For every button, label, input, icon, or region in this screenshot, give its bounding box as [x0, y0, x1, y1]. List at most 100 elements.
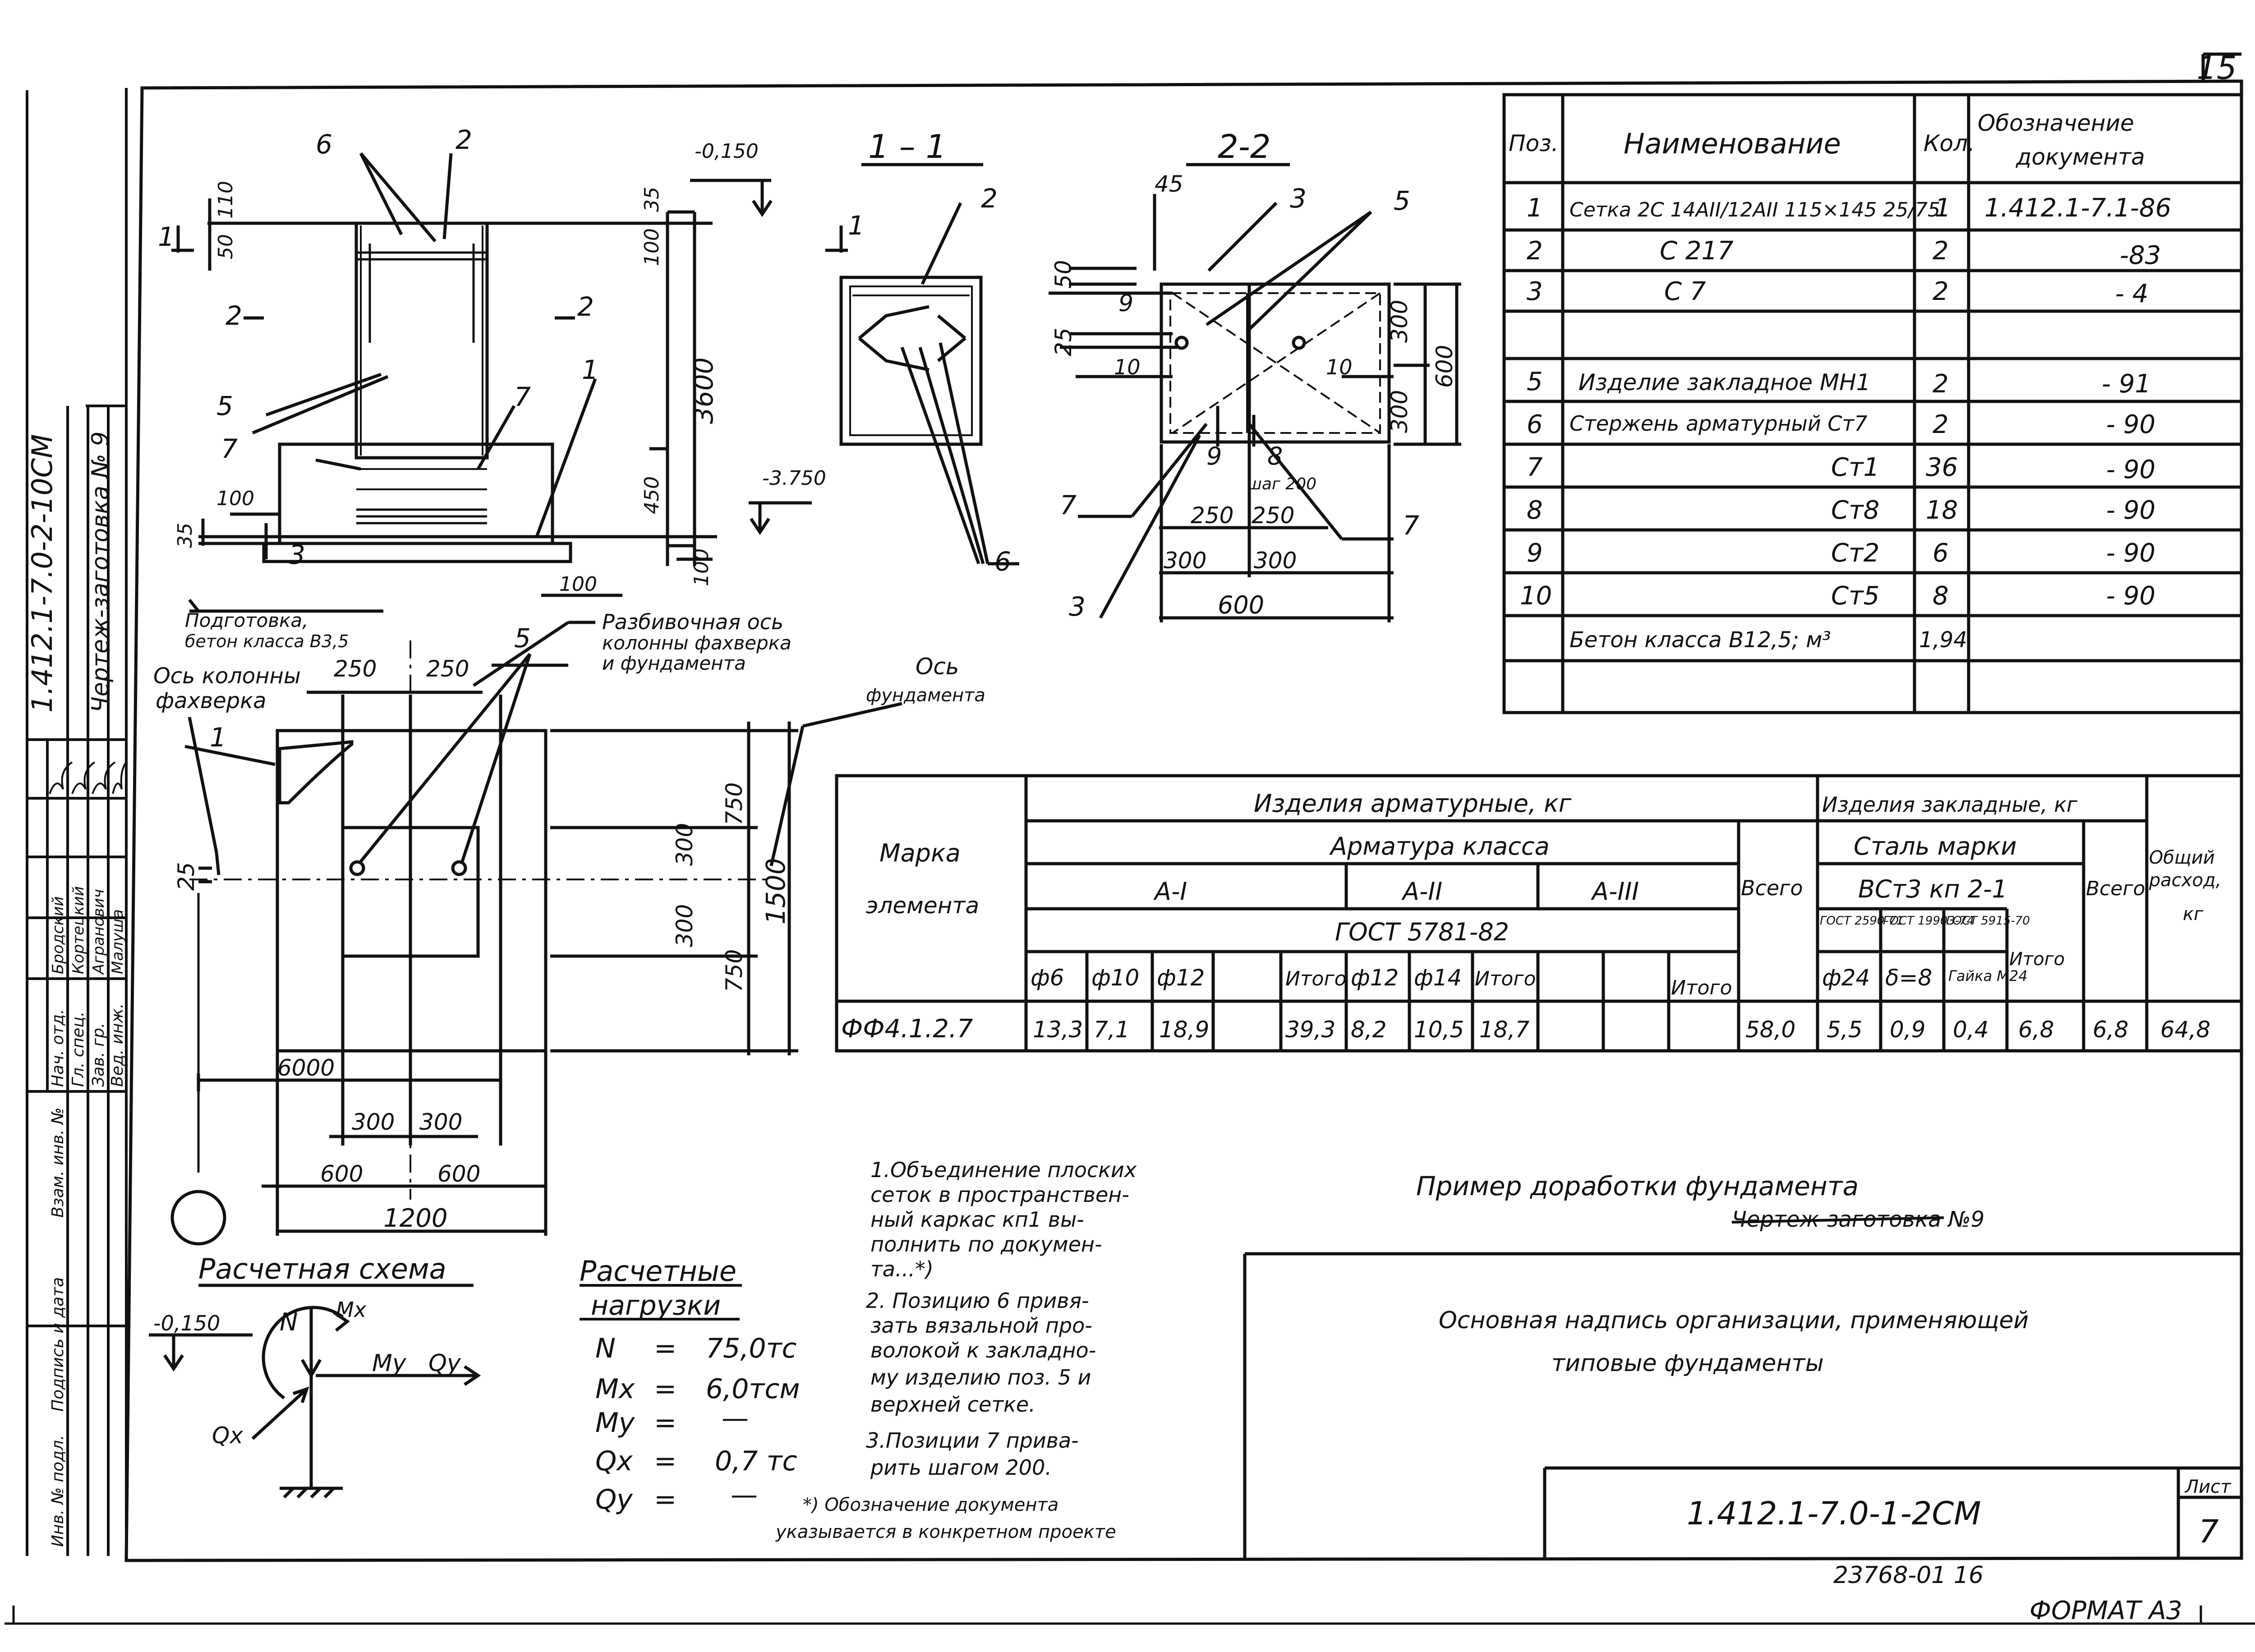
- specification-table: Поз. Наименование Кол. Обозначение докум…: [1502, 93, 2243, 714]
- stamp-name-4: Малуша: [109, 909, 127, 974]
- s22-p5: 5: [1394, 185, 1410, 216]
- axis-column-label-2: фахверка: [156, 688, 267, 713]
- spec-r2-qty: 2: [1933, 236, 1949, 266]
- spec-r8-doc: - 90: [2106, 496, 2155, 525]
- spec-r2-name: С 217: [1660, 236, 1734, 266]
- s22-step: шаг 200: [1247, 475, 1316, 493]
- s22-d300b: 300: [1386, 390, 1413, 433]
- spec-r6-pos: 6: [1527, 410, 1543, 439]
- note-line-10: верхней сетке.: [870, 1392, 1035, 1417]
- scheme-level: -0,150: [153, 1311, 220, 1335]
- s22-d45: 45: [1155, 171, 1183, 197]
- spec-header-doc: Обозначение: [1978, 110, 2134, 136]
- steel-row-total1: 39,3: [1285, 1017, 1335, 1043]
- plan-d300c: 300: [352, 1109, 395, 1135]
- foundation-elevation: 6 2 5 7 1 7 3 1 1 2 2 50 110 35 100 3600…: [158, 124, 865, 651]
- plan-d250b: 250: [426, 656, 469, 682]
- sheet-number: 7: [2199, 1513, 2219, 1550]
- plan-d300b: 300: [672, 904, 698, 947]
- elev-pos7b: 7: [221, 433, 238, 464]
- loads-title-1: Расчетные: [580, 1255, 736, 1288]
- section-1-1-title: 1 – 1: [868, 128, 946, 166]
- note-line-8: волокой к закладно-: [870, 1338, 1096, 1362]
- plan-pos5: 5: [514, 623, 531, 653]
- load-val-Mx: 6,0тсм: [706, 1373, 800, 1405]
- org-line-1: Основная надпись организации, применяюще…: [1439, 1307, 2029, 1334]
- s22-p9: 9: [1118, 290, 1133, 317]
- signatures: [49, 761, 127, 794]
- elev-pos6: 6: [316, 129, 332, 160]
- archive-number: 23768-01 16: [1833, 1562, 1983, 1589]
- s22-d300a: 300: [1386, 300, 1413, 343]
- spec-r8-name: Ст8: [1831, 496, 1879, 525]
- spec-r9-qty: 6: [1933, 538, 1949, 568]
- note-line-7: зать вязальной про-: [870, 1313, 1092, 1338]
- spec-r1-name: Сетка 2С 14АII/12АII 115×145 25/75: [1569, 198, 1940, 221]
- steel-emb-items: Изделия закладные, кг: [1822, 792, 2078, 817]
- steel-sub-total3: Итого: [1671, 976, 1732, 999]
- s22-p3b: 3: [1069, 591, 1086, 622]
- spec-r5-name: Изделие закладное МН1: [1578, 369, 1871, 396]
- cut11-left: 1: [158, 221, 175, 252]
- steel-grade: ВСт3 кп 2-1: [1858, 875, 2007, 903]
- plan-d6000: 6000: [277, 1055, 335, 1081]
- steel-gost-3: ГОСТ 5915-70: [1946, 914, 2030, 928]
- note-line-5: та...*): [870, 1257, 934, 1281]
- elev-pos2: 2: [456, 124, 472, 155]
- steel-a2: А-II: [1401, 877, 1442, 906]
- scheme-Mx: Mx: [336, 1298, 367, 1322]
- prep-note-1: Подготовка,: [185, 609, 308, 631]
- load-eq-5: =: [654, 1484, 676, 1515]
- spec-r1-qty: 1: [1935, 193, 1951, 223]
- dim-50: 50: [214, 234, 237, 259]
- load-val-Qy: —: [731, 1479, 758, 1511]
- dim-100: 100: [640, 228, 663, 266]
- load-key-Mx: Mx: [595, 1373, 635, 1405]
- s22-p7a: 7: [1060, 490, 1077, 520]
- elev-pos7a: 7: [514, 382, 531, 412]
- stamp-name-3: Агранович: [90, 889, 108, 975]
- general-notes: 1.Объединение плоских сеток в пространст…: [775, 1158, 1137, 1542]
- stamp-col-sign: Подпись и дата: [49, 1277, 67, 1412]
- s22-d300d: 300: [1254, 548, 1297, 574]
- s22-d600b: 600: [1218, 591, 1264, 619]
- cut11-right: 1: [848, 210, 865, 241]
- spec-header-qty: Кол.: [1924, 130, 1975, 156]
- axis-foundation-label-1: Ось: [916, 653, 959, 680]
- steel-sub-total2: Итого: [1475, 967, 1536, 990]
- dim-100-left: 100: [216, 487, 254, 510]
- spec-r3-pos: 3: [1527, 277, 1543, 306]
- steel-gost-2: ГОСТ 19903-74: [1883, 914, 1974, 928]
- stamp-col-inv: Инв. № подл.: [49, 1435, 67, 1547]
- spec-r3-name: С 7: [1664, 277, 1706, 306]
- steel-row-total4: 6,8: [2018, 1017, 2054, 1043]
- spec-r5-qty: 2: [1933, 369, 1949, 399]
- steel-sub-f6: ф6: [1031, 965, 1064, 991]
- spec-r7-name: Ст1: [1831, 453, 1879, 482]
- dim-100-bottom: 100: [559, 573, 597, 596]
- section-1-1-pos2: 2: [981, 183, 998, 214]
- scheme-title: Расчетная схема: [198, 1252, 446, 1285]
- sheet-label: Лист: [2184, 1477, 2232, 1497]
- spec-r7-qty: 36: [1926, 453, 1958, 482]
- spec-r9-name: Ст2: [1831, 538, 1879, 568]
- spec-r7-doc: - 90: [2106, 455, 2155, 484]
- spec-r10-name: Ст5: [1831, 581, 1879, 611]
- load-eq-1: =: [654, 1333, 676, 1364]
- steel-row-f10: 7,1: [1094, 1017, 1130, 1043]
- design-scheme: Расчетная схема -0,150 N Mx My Qy Qx: [149, 1252, 481, 1499]
- section-2-2: 2-2 45 50 25 3 5 9 10 10 7 7 9 8 3 шаг 2…: [1049, 128, 1461, 622]
- s22-p10a: 10: [1114, 355, 1141, 379]
- load-eq-4: =: [654, 1445, 676, 1477]
- axis-split-label-1: Разбивочная ось: [602, 610, 783, 634]
- drawing-code: 1.412.1-7.0-1-2СМ: [1687, 1495, 1981, 1532]
- plan-d750a: 750: [721, 782, 747, 825]
- dim-3600: 3600: [688, 357, 719, 424]
- load-key-My: My: [595, 1407, 635, 1439]
- loads-title-2: нагрузки: [591, 1290, 721, 1321]
- spec-header-name: Наименование: [1624, 127, 1841, 160]
- spec-header-doc-2: документа: [2016, 144, 2145, 170]
- steel-a3: А-III: [1591, 877, 1639, 906]
- steel-row-mark: ФФ4.1.2.7: [841, 1014, 973, 1044]
